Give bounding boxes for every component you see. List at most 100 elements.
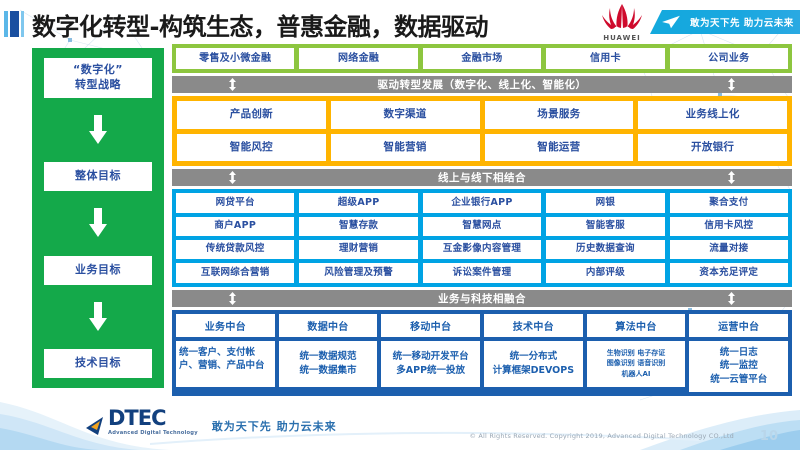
overall-goal-cell[interactable]: 业务线上化 [638,101,787,129]
slide-footer: DTEC Advanced Digital Technology 敢为天下先 助… [0,394,800,450]
tech-goals-band: 业务中台 统一客户、支付帐户、营销、产品中台 数据中台 统一数据规范统一数据集市… [172,309,792,396]
tech-platform-body: 统一日志统一监控统一云管平台 [689,340,789,392]
business-line-cell[interactable]: 零售及小微金融 [176,48,295,69]
strategy-label-line1: “数字化” [73,63,123,76]
tech-platform-body: 统一移动开发平台多APP统一投放 [381,340,481,387]
business-lines-band: 零售及小微金融 网络金融 金融市场 信用卡 公司业务 [172,44,792,73]
connector-label: 线上与线下相结合 [438,172,526,185]
business-line-cell[interactable]: 金融市场 [422,48,542,69]
strategy-item-3[interactable]: 技术目标 [44,349,152,378]
business-line-cell[interactable]: 信用卡 [546,48,665,69]
huawei-flower-icon [602,4,642,29]
business-goal-cell[interactable]: 聚合支付 [669,193,789,213]
business-goal-cell[interactable]: 企业银行APP [422,193,542,213]
tech-platform-column: 运营中台 统一日志统一监控统一云管平台 [689,313,789,392]
tech-platform-head[interactable]: 运营中台 [689,313,789,337]
strategy-arrow-2 [88,285,108,350]
overall-goal-cell[interactable]: 智能营销 [330,133,480,162]
connector-label: 业务与科技相融合 [438,292,526,305]
double-arrow-vertical-icon [728,78,735,91]
huawei-logo: HUAWEI [596,2,648,42]
dtec-logo: DTEC Advanced Digital Technology 敢为天下先 助… [85,406,337,436]
copyright-text: © All Rights Reserved. Copyright 2019, A… [469,432,734,440]
strategy-label-line2: 转型战略 [75,77,121,91]
double-arrow-vertical-icon [229,78,236,91]
double-arrow-vertical-icon [229,291,236,305]
paper-plane-icon [662,15,680,29]
strategy-item-1[interactable]: 整体目标 [44,162,152,192]
double-arrow-vertical-icon [229,171,236,185]
arrow-down-icon [89,114,107,144]
business-goal-cell[interactable]: 流量对接 [669,239,789,260]
strategy-arrow-0 [88,98,108,163]
tech-platform-body: 统一数据规范统一数据集市 [278,340,378,387]
tech-platform-column: 数据中台 统一数据规范统一数据集市 [278,313,378,392]
business-goal-cell[interactable]: 传统贷款风控 [176,239,295,260]
tech-platform-column: 业务中台 统一客户、支付帐户、营销、产品中台 [176,313,275,392]
overall-goal-cell[interactable]: 开放银行 [638,133,787,162]
business-goal-cell[interactable]: 资本充足评定 [669,263,789,283]
business-goal-cell[interactable]: 理财营销 [299,239,418,260]
page-title: 数字化转型-构筑生态，普惠金融，数据驱动 [32,12,488,41]
tech-platform-head[interactable]: 业务中台 [176,313,275,337]
overall-goal-cell[interactable]: 产品创新 [177,101,326,129]
business-goal-cell[interactable]: 历史数据查询 [546,239,665,260]
business-goals-band: 网贷平台 超级APP 企业银行APP 网银 聚合支付 商户APP 智慧存款 智慧… [172,189,792,287]
business-goals-row: 互联网综合营销 风险管理及预警 诉讼案件管理 内部评级 资本充足评定 [176,263,789,283]
tech-platform-head[interactable]: 移动中台 [381,313,481,337]
content-column: 零售及小微金融 网络金融 金融市场 信用卡 公司业务 驱动转型发展（数字化、线上… [172,44,792,396]
business-goal-cell[interactable]: 互金影像内容管理 [422,239,542,260]
tech-platform-table: 业务中台 统一客户、支付帐户、营销、产品中台 数据中台 统一数据规范统一数据集市… [176,313,789,392]
dtec-triangle-icon [86,417,103,435]
overall-goal-cell[interactable]: 智能运营 [484,133,634,162]
overall-goal-cell[interactable]: 数字渠道 [330,101,480,129]
business-goal-cell[interactable]: 互联网综合营销 [176,263,295,283]
tech-platform-column: 算法中台 生物识别 电子存证图像识别 语音识别机器人AI [586,313,686,392]
business-goals-row: 网贷平台 超级APP 企业银行APP 网银 聚合支付 [176,193,789,213]
business-goal-cell[interactable]: 超级APP [299,193,418,213]
business-goal-cell[interactable]: 智慧存款 [299,216,418,236]
overall-goal-cell[interactable]: 智能风控 [177,133,326,162]
business-goal-cell[interactable]: 风险管理及预警 [299,263,418,283]
tech-platform-head[interactable]: 数据中台 [278,313,378,337]
diagram-stage: “数字化” 转型战略 整体目标 业务目标 技术目标 零售及小微金融 [0,44,800,396]
business-lines-row: 零售及小微金融 网络金融 金融市场 信用卡 公司业务 [176,48,789,69]
connector-business-tech-fusion: 业务与科技相融合 [172,289,792,307]
double-arrow-vertical-icon [728,171,735,185]
overall-goals-row: 产品创新 数字渠道 场景服务 业务线上化 [177,101,787,129]
huawei-wordmark: HUAWEI [603,34,641,42]
tech-platform-body: 统一客户、支付帐户、营销、产品中台 [176,340,275,387]
arrow-down-icon [89,208,107,238]
strategy-item-2[interactable]: 业务目标 [44,255,152,285]
arrow-down-icon [89,301,107,331]
business-goal-cell[interactable]: 商户APP [176,216,295,236]
business-goal-cell[interactable]: 网贷平台 [176,193,295,213]
overall-goal-cell[interactable]: 场景服务 [484,101,634,129]
page-number: 10 [759,429,778,444]
dtec-wordmark-wrap: DTEC Advanced Digital Technology [108,406,198,436]
business-goal-cell[interactable]: 智慧网点 [422,216,542,236]
business-goal-cell[interactable]: 内部评级 [546,263,665,283]
title-bars-icon [4,11,26,37]
tech-platform-column: 移动中台 统一移动开发平台多APP统一投放 [381,313,481,392]
tech-platform-head[interactable]: 算法中台 [586,313,686,337]
business-goal-cell[interactable]: 诉讼案件管理 [422,263,542,283]
overall-goals-band: 产品创新 数字渠道 场景服务 业务线上化 智能风控 智能营销 智能运营 开放银行 [172,96,792,167]
dtec-wordmark: DTEC [108,406,167,431]
double-arrow-vertical-icon [728,291,735,305]
connector-label: 驱动转型发展（数字化、线上化、智能化） [377,79,587,91]
business-line-cell[interactable]: 网络金融 [299,48,418,69]
connector-online-offline: 线上与线下相结合 [172,169,792,187]
business-goal-cell[interactable]: 信用卡风控 [669,216,789,236]
cloud-slogan-ribbon: 敢为天下先 助力云未来 [650,10,800,34]
strategy-item-0[interactable]: “数字化” 转型战略 [44,58,152,98]
business-line-cell[interactable]: 公司业务 [669,48,789,69]
overall-goals-row: 智能风控 智能营销 智能运营 开放银行 [177,133,787,162]
tech-platform-body: 生物识别 电子存证图像识别 语音识别机器人AI [586,340,686,387]
business-goals-row: 传统贷款风控 理财营销 互金影像内容管理 历史数据查询 流量对接 [176,239,789,260]
business-goals-row: 商户APP 智慧存款 智慧网点 智能客服 信用卡风控 [176,216,789,236]
business-goal-cell[interactable]: 智能客服 [546,216,665,236]
business-goal-cell[interactable]: 网银 [546,193,665,213]
tech-platform-head[interactable]: 技术中台 [484,313,583,337]
tech-platform-body: 统一分布式计算框架DEVOPS [484,340,583,387]
